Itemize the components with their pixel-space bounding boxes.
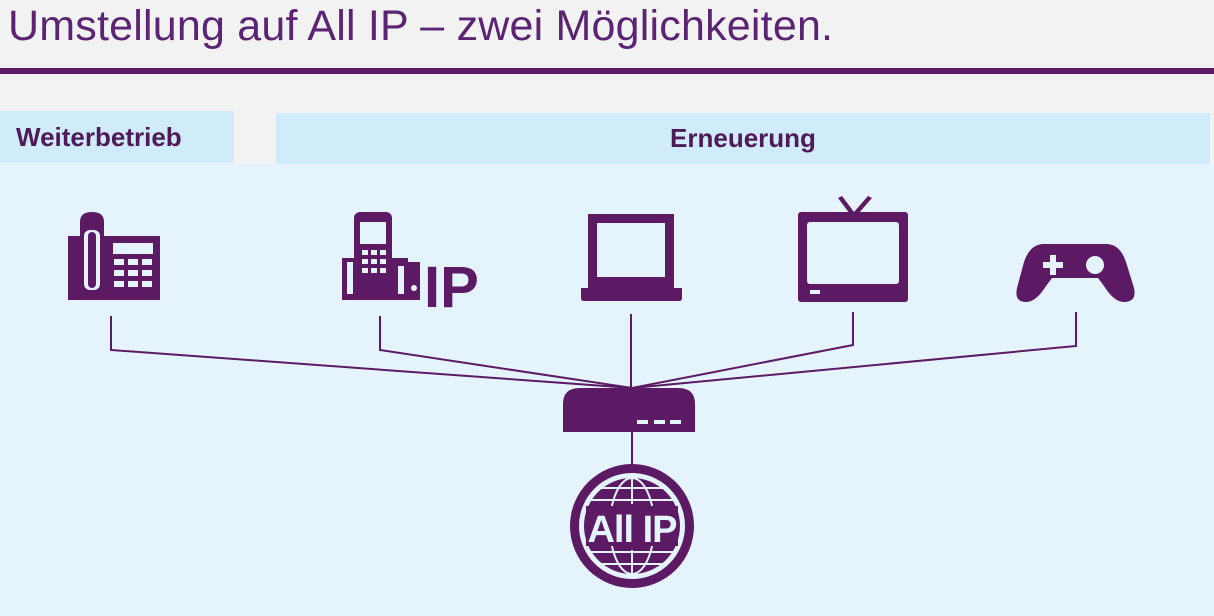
desk-phone-icon bbox=[68, 212, 160, 300]
label-erneuerung: Erneuerung bbox=[276, 113, 1210, 164]
label-erneuerung-text: Erneuerung bbox=[670, 123, 816, 153]
label-weiterbetrieb-text: Weiterbetrieb bbox=[16, 121, 182, 152]
connection-lines bbox=[110, 312, 1077, 466]
page-title: Umstellung auf All IP – zwei Möglichkeit… bbox=[8, 2, 834, 50]
tv-icon bbox=[798, 196, 908, 302]
gamepad-icon bbox=[1016, 244, 1135, 302]
line-tv bbox=[631, 312, 854, 389]
title-divider bbox=[0, 68, 1214, 74]
line-gamepad bbox=[631, 312, 1077, 389]
router-icon bbox=[563, 388, 695, 432]
laptop-icon bbox=[581, 214, 682, 301]
ip-phone-badge: IP bbox=[424, 255, 479, 320]
line-ip-phone bbox=[379, 316, 633, 389]
label-weiterbetrieb: Weiterbetrieb bbox=[0, 111, 234, 163]
globe-label: All IP bbox=[587, 509, 677, 551]
globe-icon: All IP bbox=[570, 464, 694, 588]
line-desk-phone bbox=[110, 316, 633, 389]
ip-phone-icon: IP bbox=[342, 212, 479, 320]
